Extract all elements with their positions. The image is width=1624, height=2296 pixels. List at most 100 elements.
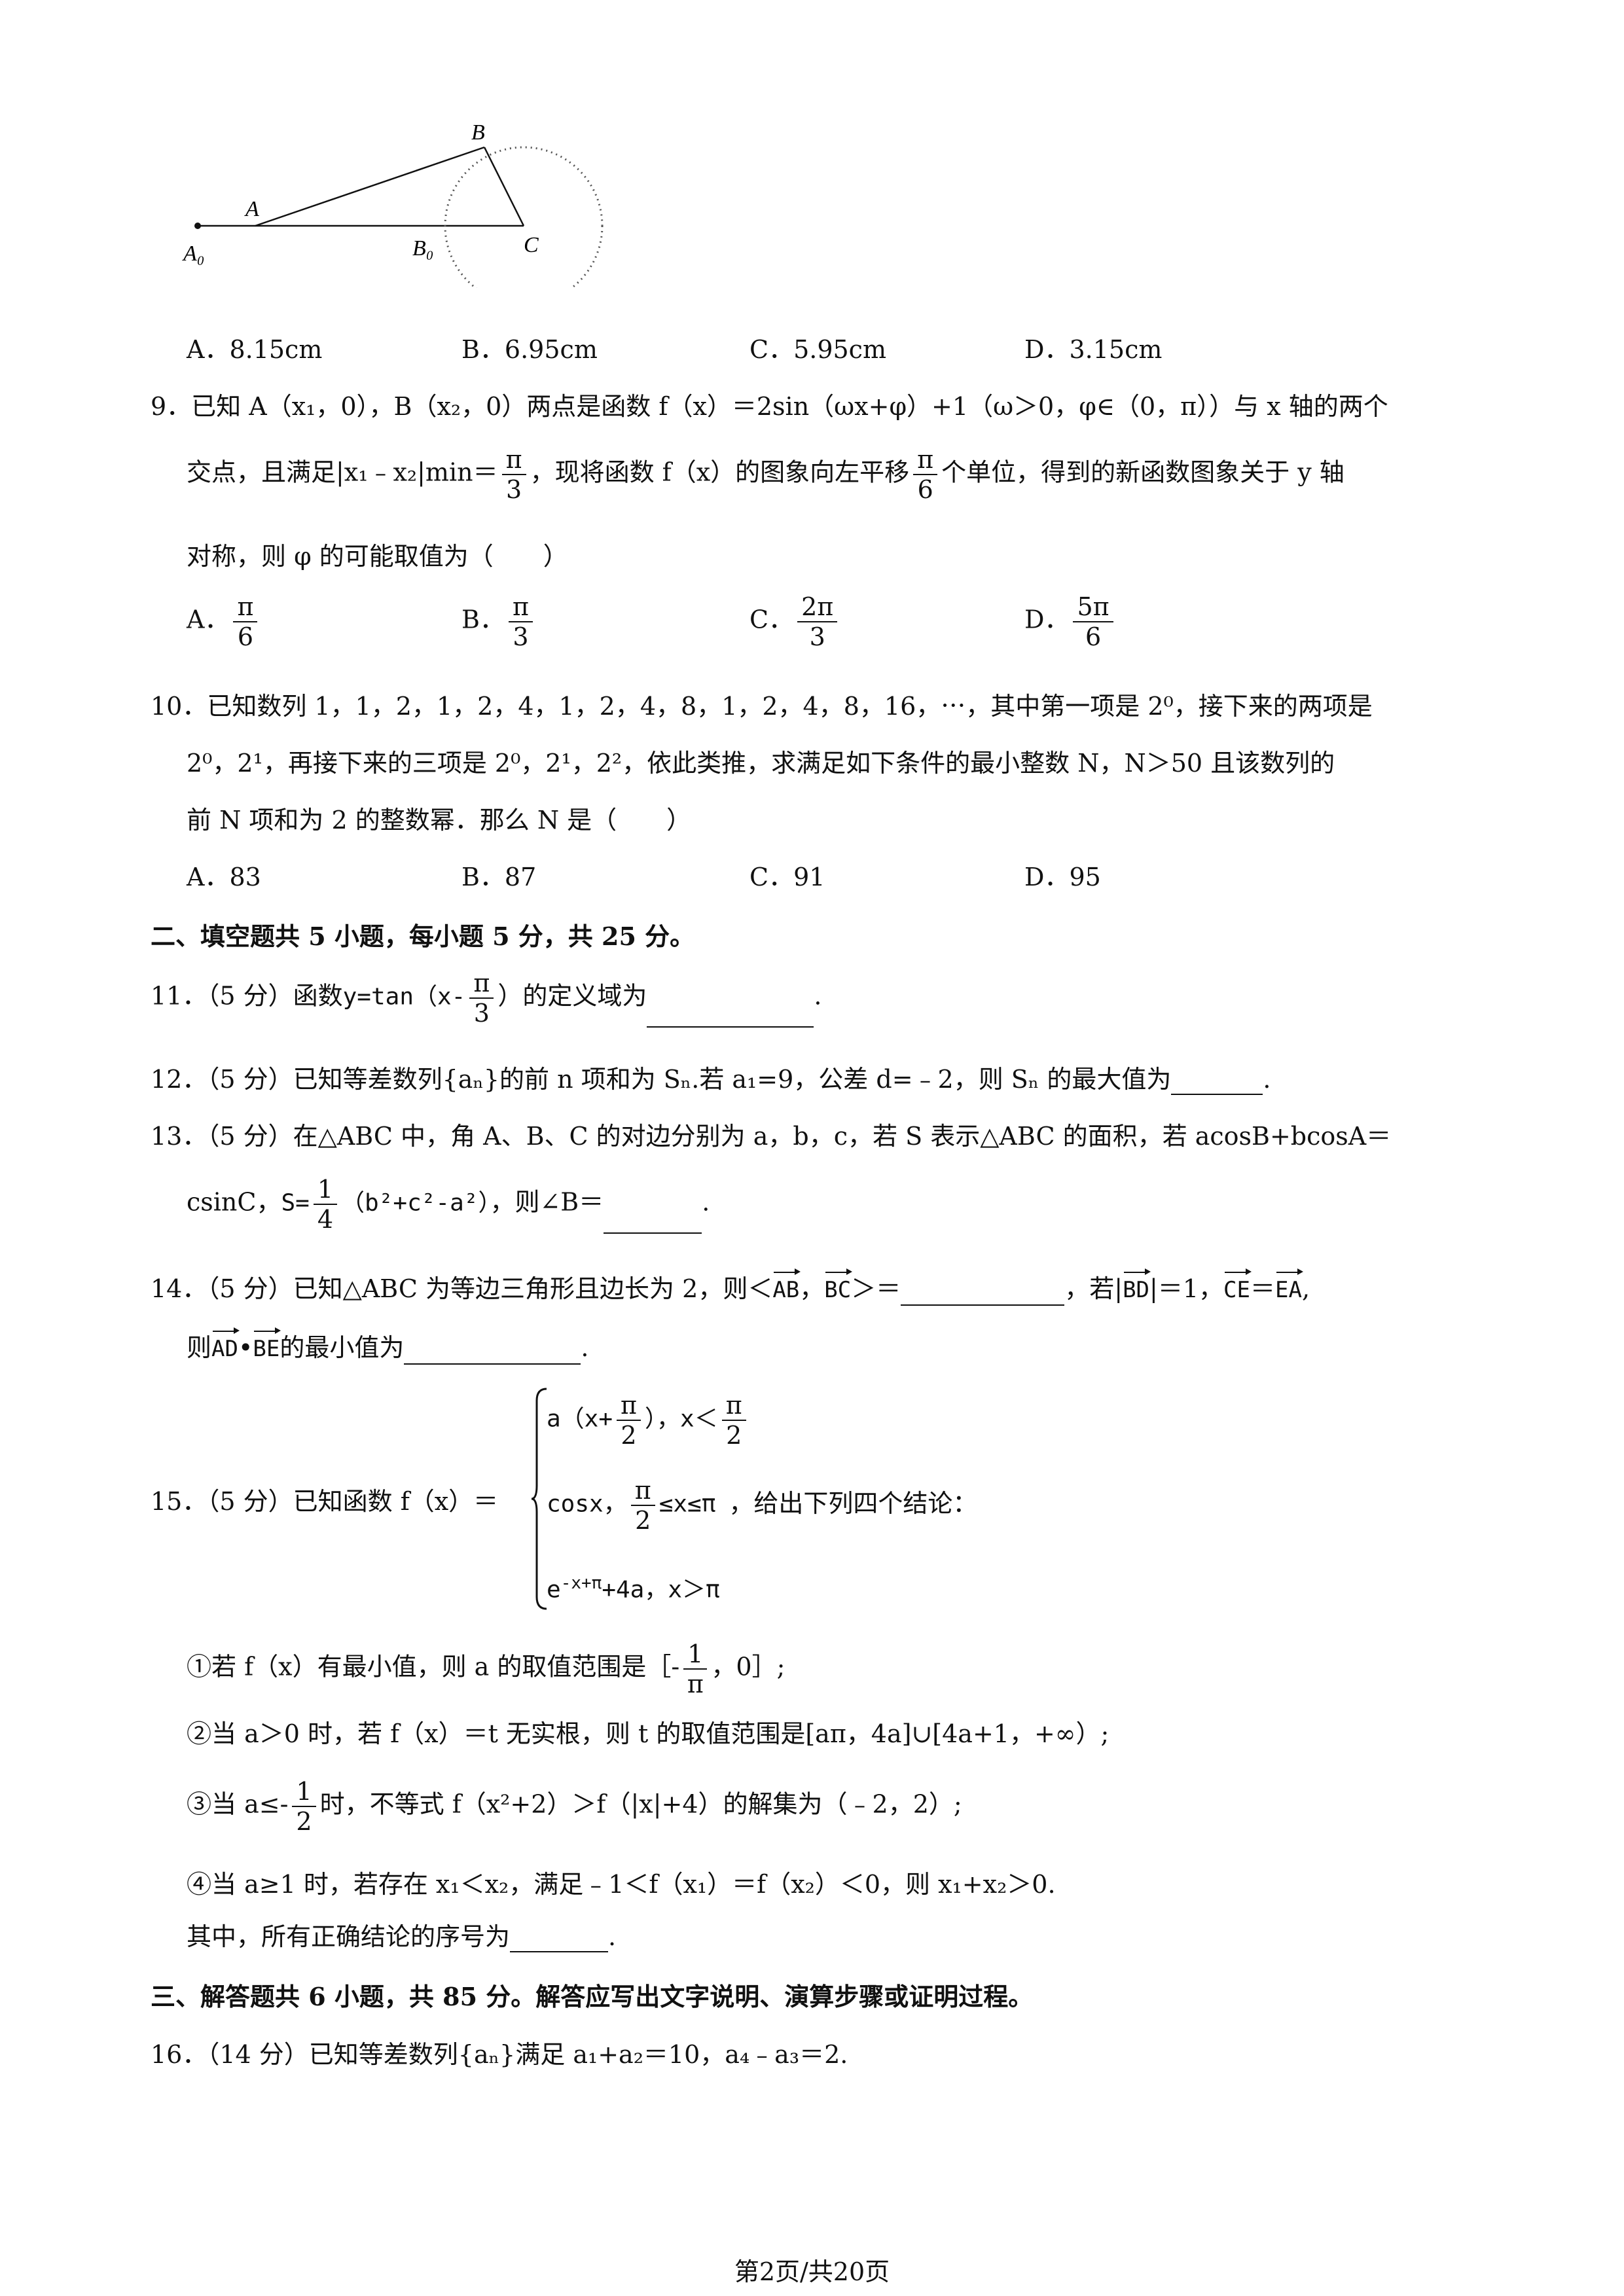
answer-blank[interactable] bbox=[404, 1340, 581, 1365]
q13-text-b: ，则∠B＝ bbox=[490, 1187, 604, 1217]
denominator: 2 bbox=[621, 1421, 637, 1450]
q9-text-b: ，现将函数 f（x）的图象向左平移 bbox=[530, 457, 910, 487]
q15-conclusion-4: ④当 a≥1 时，若存在 x₁＜x₂，满足﹣1＜f（x₁）＝f（x₂）＜0，则 … bbox=[187, 1870, 1056, 1899]
case2-expr: cosx， bbox=[547, 1490, 627, 1518]
numerator: 5π bbox=[1073, 592, 1113, 622]
vector-ea: EA bbox=[1275, 1268, 1303, 1306]
q13-s: S= bbox=[281, 1189, 310, 1217]
q9-line1: 9．已知 A（x₁，0），B（x₂，0）两点是函数 f（x）＝2sin（ωx+φ… bbox=[151, 392, 1388, 421]
numerator: π bbox=[469, 969, 494, 999]
answer-blank[interactable] bbox=[604, 1209, 702, 1234]
q14-line1: 14．（5 分）已知△ABC 为等边三角形且边长为 2，则＜AB，BC＞＝，若|… bbox=[151, 1268, 1310, 1306]
q13-text-a: csinC， bbox=[187, 1187, 281, 1217]
vector-ab: AB bbox=[772, 1268, 801, 1306]
c3-text-a: ③当 a≤- bbox=[187, 1789, 289, 1819]
vector-ad: AD bbox=[211, 1327, 240, 1365]
geometry-figure: B A A₀ B₀ C bbox=[182, 120, 604, 288]
denominator: 6 bbox=[237, 622, 254, 651]
q15-last-text: 其中，所有正确结论的序号为 bbox=[187, 1922, 511, 1951]
q12-text: 12．（5 分）已知等差数列{aₙ}的前 n 项和为 Sₙ.若 a₁=9，公差 … bbox=[151, 1065, 1172, 1094]
c1-text-b: ，0］; bbox=[711, 1652, 785, 1681]
label-B0: B₀ bbox=[412, 236, 434, 260]
denominator: 2 bbox=[726, 1421, 742, 1450]
label-C: C bbox=[524, 233, 539, 257]
q10-option-d: D．95 bbox=[1024, 863, 1101, 891]
q14-text-b: ＞＝ bbox=[851, 1274, 901, 1303]
numerator: π bbox=[508, 592, 533, 622]
piecewise-brace bbox=[531, 1388, 547, 1610]
q10-option-c: C．91 bbox=[749, 863, 825, 891]
q9-line3: 对称，则 φ 的可能取值为（ ） bbox=[187, 542, 568, 571]
q16: 16．（14 分）已知等差数列{aₙ}满足 a₁+a₂＝10，a₄﹣a₃＝2. bbox=[151, 2040, 848, 2069]
q9-text-c: 个单位，得到的新函数图象关于 y 轴 bbox=[941, 457, 1344, 487]
numerator: π bbox=[721, 1391, 746, 1421]
q8-option-a: A．8.15cm bbox=[187, 335, 323, 364]
q14-text-e: 则 bbox=[187, 1333, 212, 1362]
denominator: 3 bbox=[506, 475, 522, 504]
numerator: π bbox=[913, 445, 938, 475]
denominator: 6 bbox=[917, 475, 933, 504]
q10-option-b: B．87 bbox=[461, 863, 537, 891]
vector-bd: BD bbox=[1123, 1268, 1151, 1306]
numerator: 1 bbox=[683, 1640, 708, 1670]
answer-blank[interactable] bbox=[510, 1928, 609, 1952]
q9-text-a: 交点，且满足|x₁﹣x₂|min＝ bbox=[187, 457, 498, 487]
numerator: 1 bbox=[292, 1777, 316, 1807]
case1-cond: ），x＜ bbox=[645, 1405, 718, 1433]
page-footer: 第2页/共20页 bbox=[734, 2257, 890, 2286]
c3-text-b: 时，不等式 f（x²+2）＞f（|x|+4）的解集为（﹣2，2）; bbox=[319, 1789, 962, 1819]
numerator: π bbox=[501, 445, 526, 475]
label-A: A bbox=[244, 197, 259, 221]
label-A0: A₀ bbox=[182, 242, 205, 266]
q11-post: ）的定义域为 bbox=[497, 981, 647, 1011]
answer-blank[interactable] bbox=[647, 1003, 814, 1028]
q14-text-f: 的最小值为 bbox=[280, 1333, 405, 1362]
q11-func: y=tan（x- bbox=[342, 983, 466, 1011]
section-2-heading: 二、填空题共 5 小题，每小题 5 分，共 25 分。 bbox=[151, 922, 695, 951]
q8-option-b: B．6.95cm bbox=[461, 335, 598, 364]
numerator: π bbox=[233, 592, 258, 622]
denominator: 2 bbox=[296, 1807, 312, 1836]
q14-line2: 则AD•BE的最小值为. bbox=[187, 1327, 588, 1365]
denominator: 3 bbox=[473, 999, 490, 1028]
answer-blank[interactable] bbox=[1171, 1070, 1263, 1095]
option-label: A． bbox=[187, 605, 230, 634]
q10-line3: 前 N 项和为 2 的整数幂．那么 N 是（ ） bbox=[187, 806, 692, 834]
vector-ce: CE bbox=[1223, 1268, 1252, 1306]
denominator: 6 bbox=[1085, 622, 1102, 651]
q15-last: 其中，所有正确结论的序号为. bbox=[187, 1922, 617, 1952]
case3-base: e bbox=[547, 1576, 561, 1604]
q15-case3: e-x+π+4a，x＞π bbox=[547, 1568, 720, 1606]
vector-be: BE bbox=[253, 1327, 281, 1365]
numerator: 1 bbox=[313, 1175, 338, 1205]
q14-text-d: |＝1， bbox=[1149, 1274, 1224, 1303]
q10-line1: 10．已知数列 1，1，2，1，2，4，1，2，4，8，1，2，4，8，16，⋯… bbox=[151, 692, 1373, 721]
q15-pre: 15．（5 分）已知函数 f（x）＝ bbox=[151, 1487, 499, 1516]
q8-option-c: C．5.95cm bbox=[749, 335, 887, 364]
answer-blank[interactable] bbox=[901, 1281, 1065, 1306]
numerator: π bbox=[617, 1391, 641, 1421]
vector-bc: BC bbox=[824, 1268, 853, 1306]
case1-expr: a（x+ bbox=[547, 1405, 613, 1433]
option-label: B． bbox=[461, 605, 505, 634]
c1-text-a: ①若 f（x）有最小值，则 a 的取值范围是［- bbox=[187, 1652, 680, 1681]
